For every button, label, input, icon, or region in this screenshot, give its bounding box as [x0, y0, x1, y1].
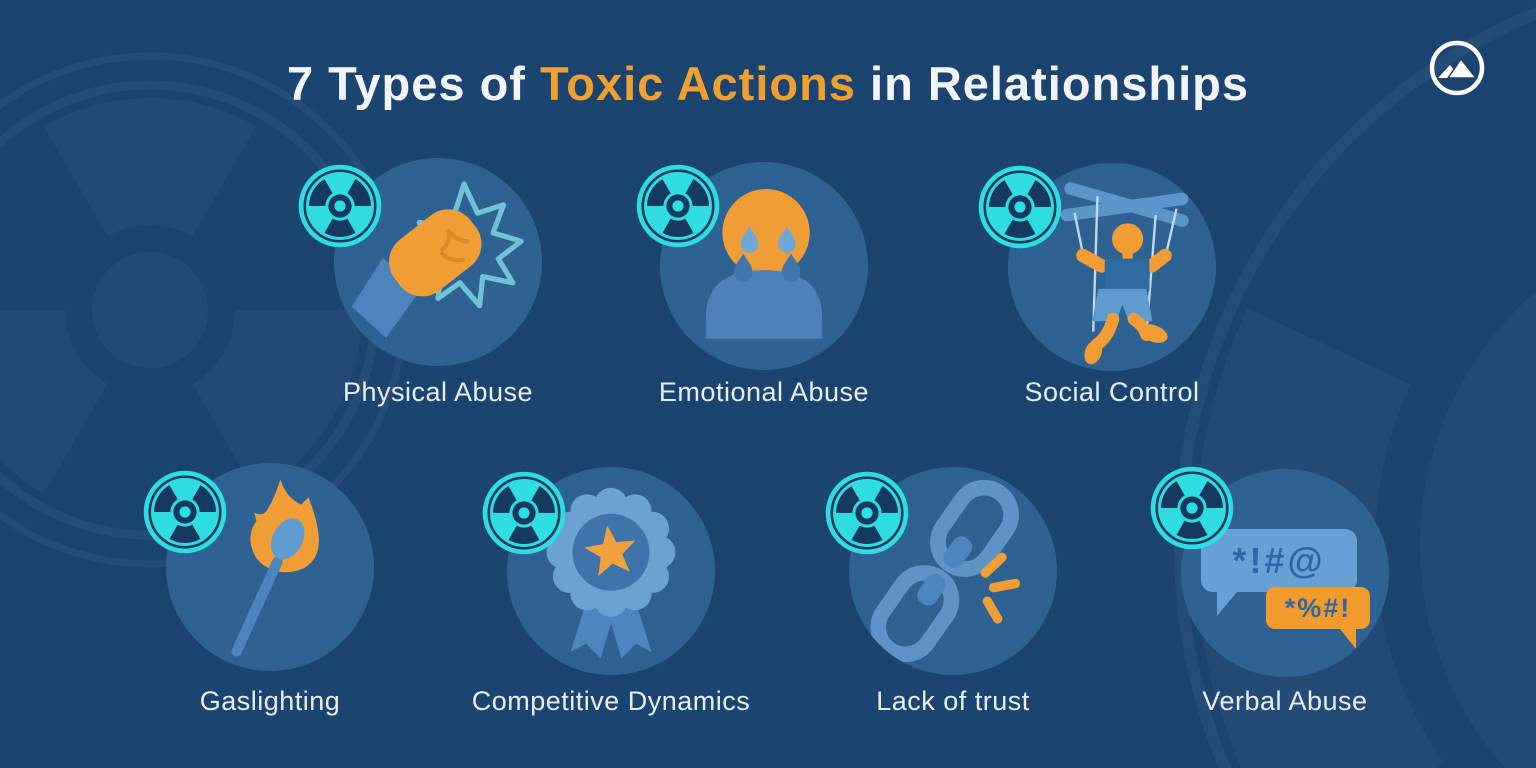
radiation-icon	[1149, 465, 1235, 551]
speech-bubble-large: *!#@	[1201, 529, 1357, 616]
icon-circle	[1008, 163, 1216, 371]
icon-circle	[334, 158, 542, 366]
title-suffix: in Relationships	[855, 57, 1249, 110]
radiation-icon	[824, 470, 910, 556]
item-label: Physical Abuse	[342, 377, 534, 407]
crying-person-icon	[705, 189, 823, 339]
radiation-icon	[142, 469, 228, 555]
title-highlight: Toxic Actions	[540, 57, 856, 110]
radiation-icon	[977, 164, 1063, 250]
icon-circle	[507, 467, 715, 675]
item-label: Competitive Dynamics	[471, 686, 751, 716]
burning-match-icon	[231, 479, 319, 657]
fist-icon	[351, 181, 524, 338]
radiation-icon	[481, 470, 567, 556]
item-label: Social Control	[1024, 377, 1200, 407]
item-label: Verbal Abuse	[1202, 686, 1368, 716]
mountain-logo-icon	[1429, 40, 1485, 96]
radiation-icon	[297, 163, 383, 249]
speech-bubble-small: *%#!	[1266, 587, 1370, 649]
marionette-puppet-icon	[1060, 182, 1189, 365]
broken-chain-icon	[870, 479, 1021, 663]
speech-bubble-large-text: *!#@	[1232, 540, 1326, 581]
item-label: Emotional Abuse	[658, 377, 870, 407]
item-label: Gaslighting	[199, 686, 341, 716]
title-prefix: 7 Types of	[286, 57, 541, 110]
item-label: Lack of trust	[876, 686, 1030, 716]
speech-bubble-small-text: *%#!	[1284, 593, 1352, 623]
radiation-icon	[635, 163, 721, 249]
page-title: 7 Types of Toxic Actions in Relationship…	[0, 56, 1536, 111]
award-ribbon-icon	[546, 487, 676, 659]
